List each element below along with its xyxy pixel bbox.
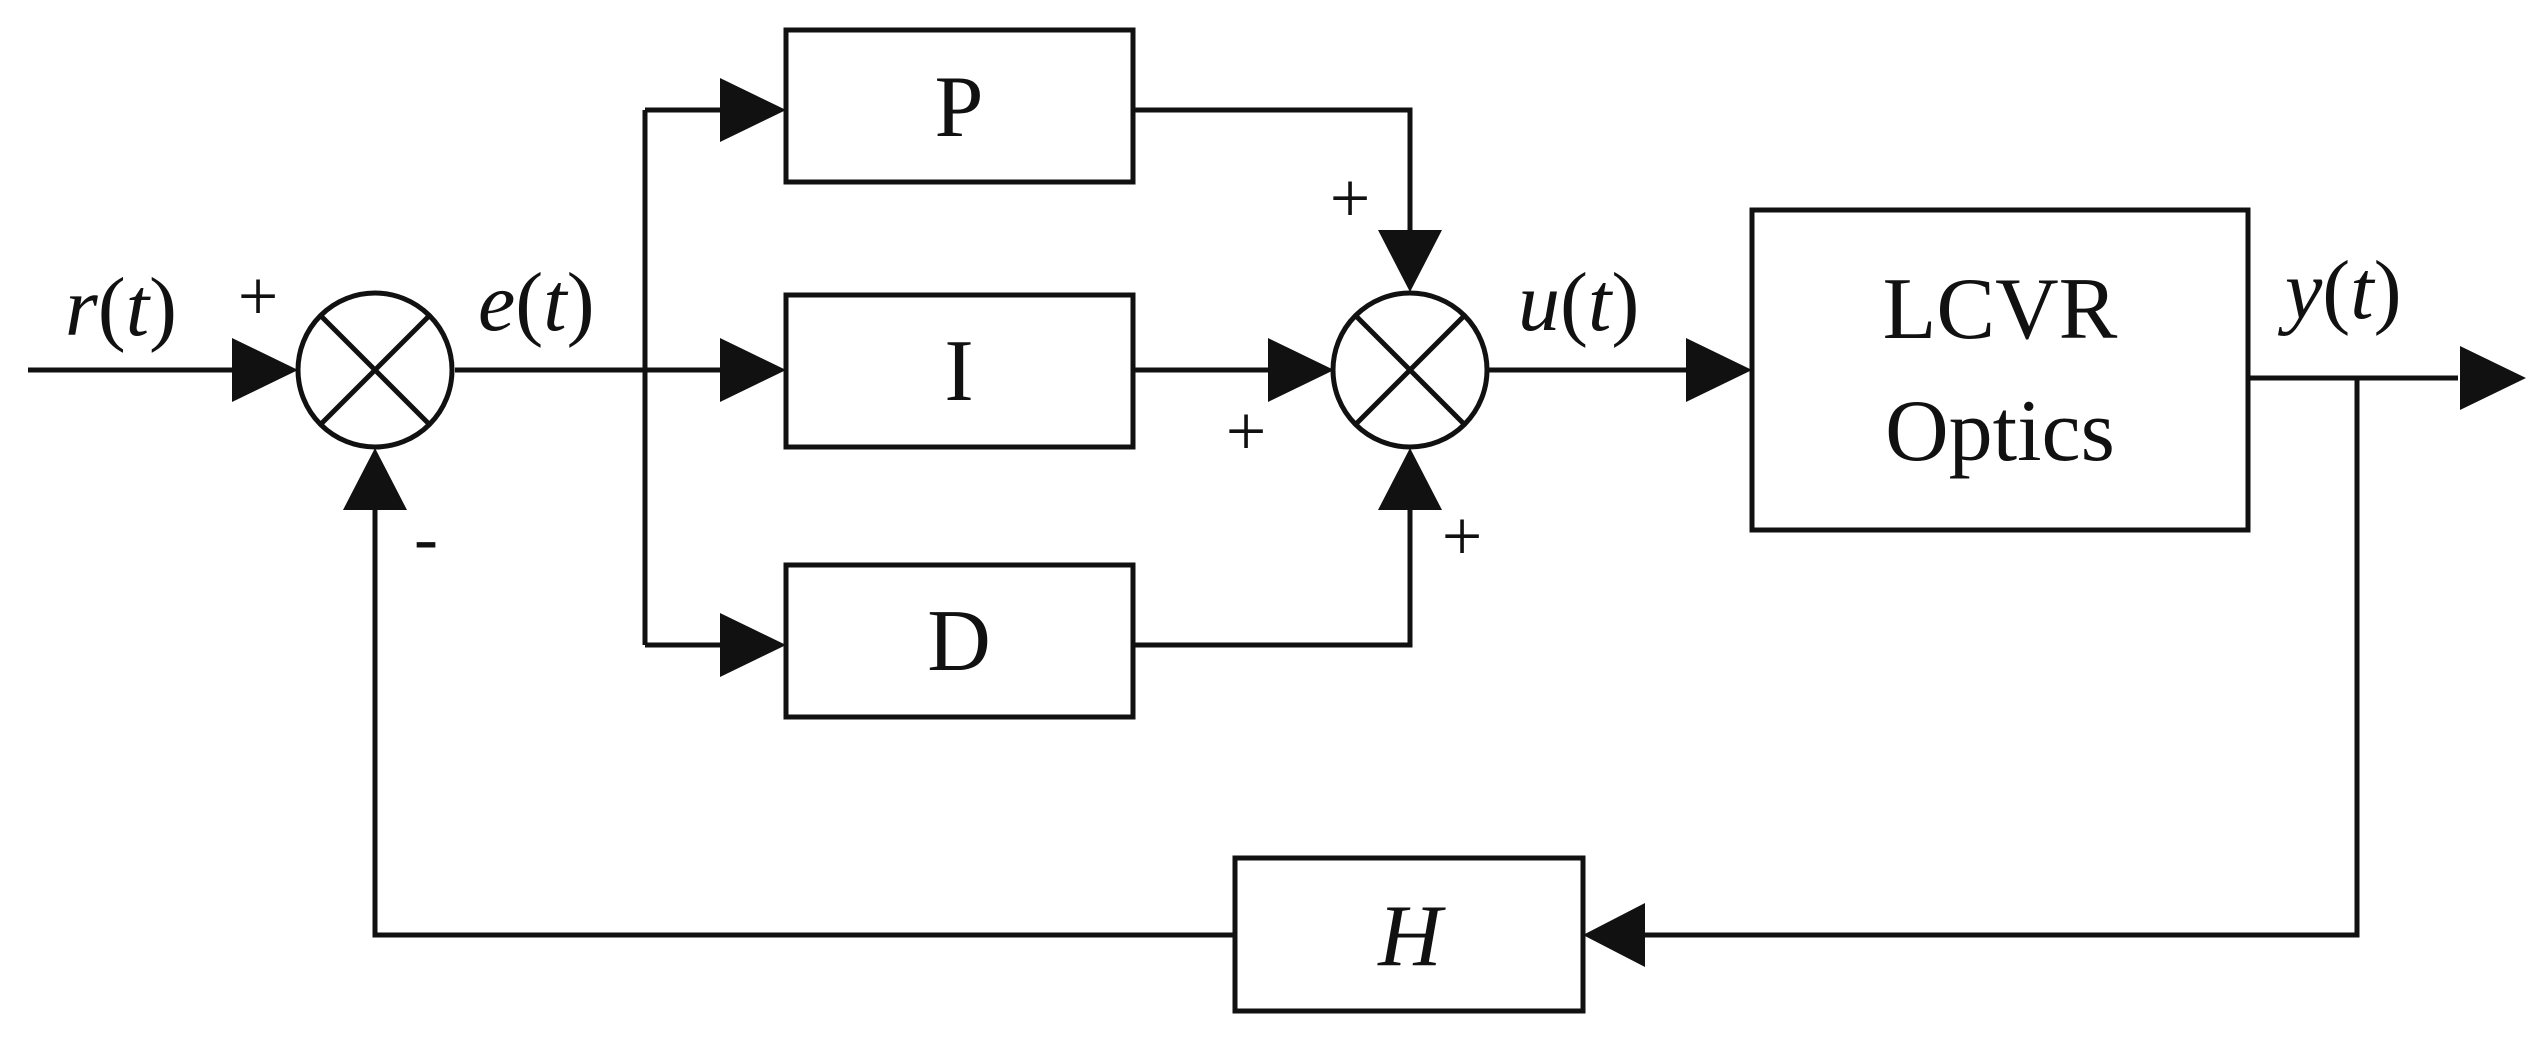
p-input-arrowhead bbox=[720, 78, 786, 142]
sum1-input-arrowhead bbox=[232, 338, 298, 402]
output-arrowhead bbox=[2460, 346, 2526, 410]
sum1-feedback-arrowhead bbox=[343, 448, 407, 510]
sum2-p-arrowhead bbox=[1378, 230, 1442, 292]
d-block bbox=[783, 562, 1136, 720]
h-input-arrowhead bbox=[1583, 903, 1645, 967]
sum1-reference-sign: + bbox=[238, 256, 279, 336]
plant-label-line1: LCVR bbox=[1883, 261, 2118, 358]
feedback-pickoff-wire bbox=[1640, 378, 2360, 938]
output-signal-label: y(t) bbox=[2277, 244, 2402, 337]
sum1-feedback-sign: - bbox=[414, 498, 438, 578]
control-signal-label: u(t) bbox=[1518, 256, 1639, 349]
i-block bbox=[783, 292, 1136, 450]
p-block-label: P bbox=[935, 59, 984, 156]
sum2-i-arrowhead bbox=[1268, 338, 1334, 402]
plant-input-arrowhead bbox=[1686, 338, 1752, 402]
sum2-p-sign: + bbox=[1330, 158, 1371, 238]
feedback-block-label: H bbox=[1377, 888, 1446, 985]
reference-signal-label: r(t) bbox=[65, 261, 177, 354]
p-output-wire bbox=[1133, 107, 1413, 233]
feedback-block bbox=[1232, 855, 1586, 1014]
sum2-d-sign: + bbox=[1442, 496, 1483, 576]
i-block-label: I bbox=[944, 323, 973, 420]
sum-junction-control bbox=[1330, 290, 1490, 450]
sum2-d-arrowhead bbox=[1378, 448, 1442, 510]
error-signal-label: e(t) bbox=[478, 256, 595, 349]
feedback-return-wire bbox=[372, 508, 1235, 938]
d-input-arrowhead bbox=[720, 613, 786, 677]
p-block bbox=[783, 27, 1136, 185]
d-block-label: D bbox=[927, 593, 991, 690]
sum-junction-error bbox=[295, 290, 455, 450]
d-output-wire bbox=[1133, 510, 1413, 648]
i-input-arrowhead bbox=[720, 338, 786, 402]
sum2-i-sign: + bbox=[1226, 391, 1267, 471]
plant-block bbox=[1749, 207, 2251, 533]
plant-label-line2: Optics bbox=[1885, 383, 2115, 480]
